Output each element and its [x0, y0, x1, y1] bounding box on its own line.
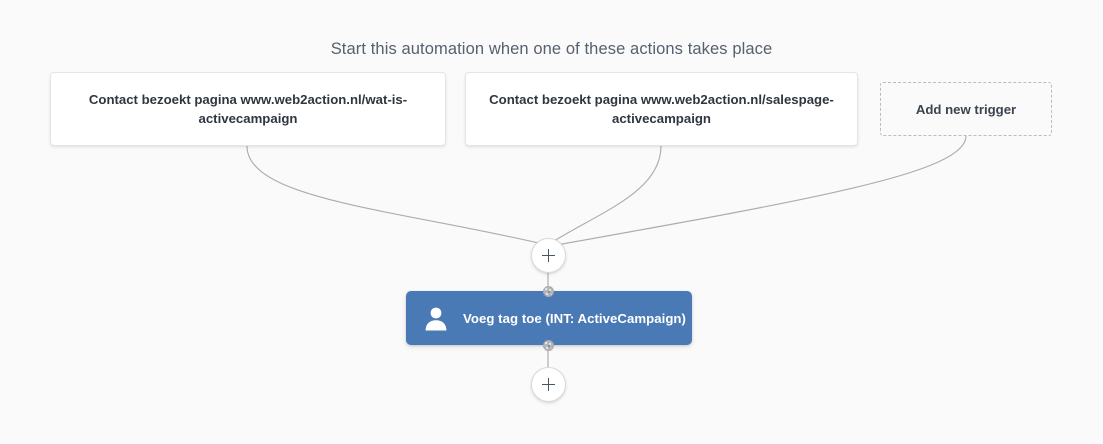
add-new-trigger-button[interactable]: Add new trigger [880, 82, 1052, 136]
add-step-button-top[interactable] [531, 238, 566, 273]
add-new-trigger-label: Add new trigger [915, 101, 1017, 117]
connector-handle-top[interactable] [543, 286, 554, 297]
connector-add-trigger [550, 135, 967, 247]
action-node-label: Voeg tag toe (INT: ActiveCampaign) [463, 310, 686, 326]
action-node-add-tag[interactable]: Voeg tag toe (INT: ActiveCampaign) [406, 291, 692, 345]
person-icon [425, 307, 447, 330]
add-step-button-bottom[interactable] [531, 367, 566, 402]
connector-trigger-1 [246, 145, 548, 246]
connector-handle-bottom[interactable] [543, 340, 554, 351]
trigger-card-1[interactable]: Contact bezoekt pagina www.web2action.nl… [50, 72, 446, 146]
plus-icon [542, 249, 555, 262]
trigger-card-2[interactable]: Contact bezoekt pagina www.web2action.nl… [465, 72, 858, 146]
connector-trigger-2 [548, 145, 662, 245]
page-title: Start this automation when one of these … [330, 40, 773, 58]
plus-icon [542, 378, 555, 391]
trigger-card-2-label: Contact bezoekt pagina www.web2action.nl… [489, 91, 834, 126]
trigger-card-1-label: Contact bezoekt pagina www.web2action.nl… [88, 91, 408, 126]
